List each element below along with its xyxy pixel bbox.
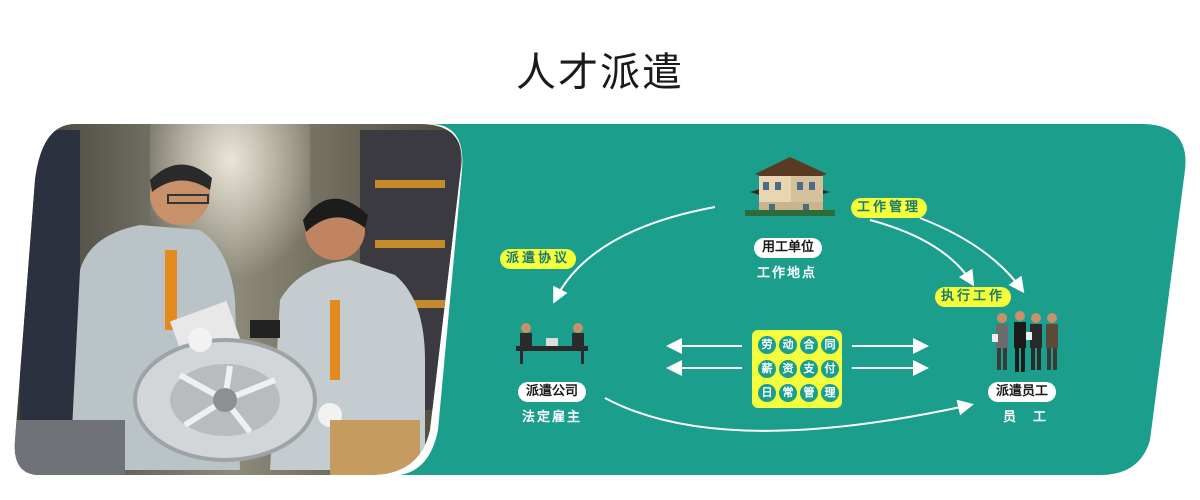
people-group-icon: [992, 311, 1058, 372]
house-icon: [745, 157, 835, 216]
chip: 资: [779, 360, 797, 378]
chip: 动: [779, 336, 797, 354]
work-management-label: 工作管理: [851, 198, 928, 218]
meeting-table-icon: [516, 323, 588, 364]
chip: 日: [758, 384, 776, 402]
dispatch-agreement-label: 派遣协议: [500, 249, 577, 269]
agency-sub-label: 法定雇主: [522, 410, 583, 425]
employer-label: 用工单位: [754, 238, 823, 258]
employer-sub-label: 工作地点: [757, 266, 818, 281]
staff-sub-label: 员 工: [1003, 410, 1049, 425]
chip: 常: [779, 384, 797, 402]
agency-label: 派遣公司: [518, 382, 587, 402]
chip: 劳: [758, 336, 776, 354]
execute-work-label: 执行工作: [935, 287, 1012, 307]
chip: 同: [821, 336, 839, 354]
chip: 合: [800, 336, 818, 354]
arrow-work-management-2: [919, 217, 1025, 294]
chip: 薪: [758, 360, 776, 378]
staff-label: 派遣员工: [988, 382, 1057, 402]
arrow-agency-to-staff: [604, 397, 974, 432]
chip: 理: [821, 384, 839, 402]
arrow-employer-to-agency: [553, 206, 716, 304]
chip: 管: [800, 384, 818, 402]
arrow-work-management-1: [869, 219, 975, 287]
chip: 付: [821, 360, 839, 378]
center-services-box: 劳 动 合 同 薪 资 支 付 日 常 管 理: [752, 330, 842, 408]
chip: 支: [800, 360, 818, 378]
page-title: 人才派遣: [516, 50, 684, 96]
